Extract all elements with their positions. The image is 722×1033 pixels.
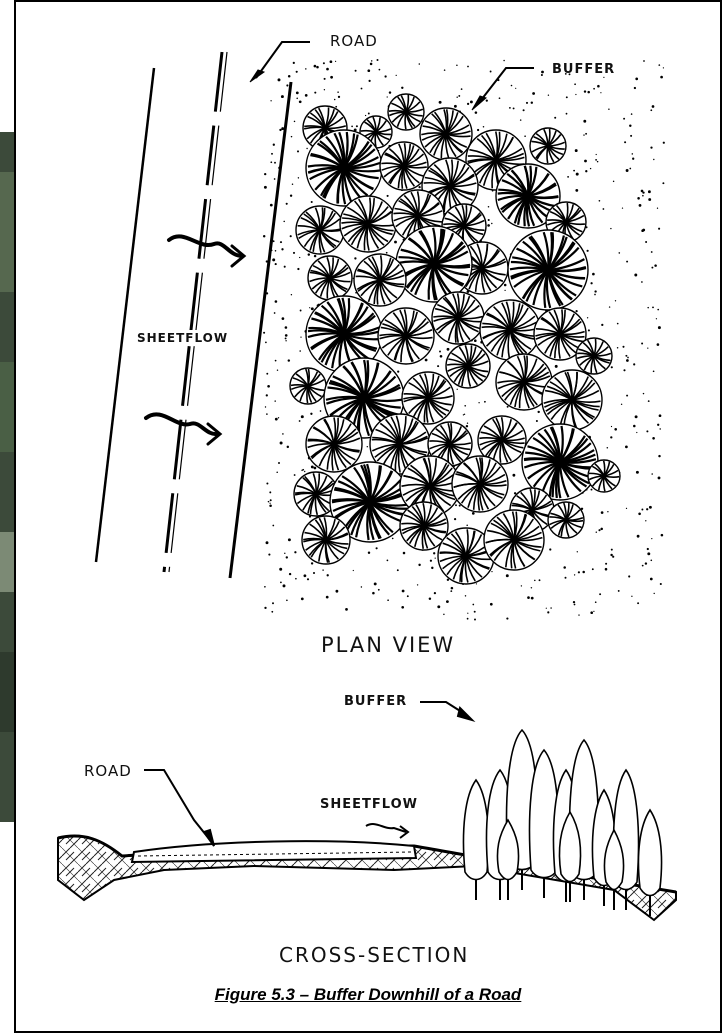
plan-tree: [508, 230, 588, 310]
plan-tree: [302, 516, 350, 564]
plan-tree: [480, 300, 540, 360]
plan-tree: [432, 292, 484, 344]
cross-section-tree: [463, 780, 488, 900]
figure-caption: Figure 5.3 – Buffer Downhill of a Road: [14, 985, 722, 1005]
plan-tree: [354, 254, 406, 306]
plan-tree: [396, 226, 472, 302]
plan-tree: [290, 368, 326, 404]
cross-section-trees: [463, 730, 661, 916]
buffer-trees: [290, 94, 620, 584]
plan-tree: [484, 510, 544, 570]
plan-tree: [380, 142, 428, 190]
sheetflow-label-cross-section: SHEETFLOW: [320, 797, 418, 812]
cross-section-title: CROSS-SECTION: [279, 943, 469, 967]
road-label-plan: ROAD: [330, 32, 378, 50]
road-cs-pointer: [144, 770, 210, 840]
diagram-artwork: [14, 0, 722, 1033]
plan-tree: [530, 128, 566, 164]
sheetflow-label-plan: SHEETFLOW: [135, 330, 230, 346]
plan-tree: [542, 370, 602, 430]
background-photo-strip: [0, 132, 14, 822]
plan-tree: [388, 94, 424, 130]
plan-tree: [340, 196, 396, 252]
plan-tree: [446, 344, 490, 388]
plan-tree: [306, 130, 382, 206]
plan-tree: [588, 460, 620, 492]
plan-road: [96, 42, 310, 578]
road-label-cross-section: ROAD: [84, 762, 132, 780]
plan-tree: [576, 338, 612, 374]
plan-tree: [308, 256, 352, 300]
plan-view-title: PLAN VIEW: [321, 633, 455, 657]
buffer-label-cross-section: BUFFER: [344, 694, 407, 709]
plan-tree: [296, 206, 344, 254]
plan-tree: [420, 108, 472, 160]
plan-tree: [452, 456, 508, 512]
sheetflow-cs-arrow: [366, 824, 406, 832]
buffer-pointer: [472, 68, 534, 110]
plan-tree: [548, 502, 584, 538]
figure-frame: ROAD BUFFER SHEETFLOW PLAN VIEW BUFFER R…: [14, 0, 722, 1033]
plan-tree: [378, 308, 434, 364]
buffer-label-plan: BUFFER: [552, 62, 615, 77]
plan-tree: [306, 416, 362, 472]
